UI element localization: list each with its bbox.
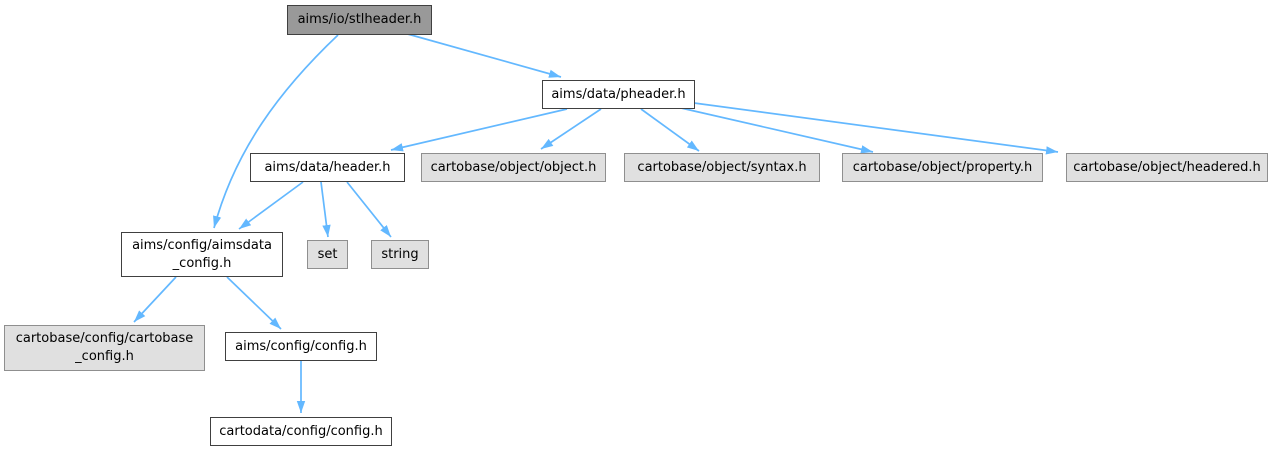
node-property: cartobase/object/property.h bbox=[842, 153, 1043, 182]
node-object: cartobase/object/object.h bbox=[421, 153, 606, 182]
node-header[interactable]: aims/data/header.h bbox=[250, 153, 405, 182]
node-stlheader: aims/io/stlheader.h bbox=[287, 5, 432, 35]
node-label: cartobase/object/headered.h bbox=[1073, 159, 1261, 175]
edge-stlheader-to-pheader bbox=[403, 32, 562, 78]
node-label: cartobase/object/property.h bbox=[852, 159, 1033, 175]
node-label: cartobase/object/syntax.h bbox=[637, 159, 807, 175]
edge-stlheader-to-aimsdata-config bbox=[213, 34, 339, 229]
edge-header-to-set bbox=[320, 181, 331, 238]
node-syntax: cartobase/object/syntax.h bbox=[624, 153, 820, 182]
edge-header-to-aimsdata-config bbox=[238, 181, 304, 230]
node-set: set bbox=[307, 240, 348, 269]
node-label: aims/io/stlheader.h bbox=[297, 12, 422, 28]
node-label: string bbox=[381, 246, 419, 262]
node-headered: cartobase/object/headered.h bbox=[1066, 153, 1268, 182]
node-pheader[interactable]: aims/data/pheader.h bbox=[542, 80, 695, 109]
node-string: string bbox=[371, 240, 429, 269]
node-aims-config[interactable]: aims/config/config.h bbox=[225, 332, 377, 361]
edge-aimsdata-config-to-cartobase-config bbox=[133, 276, 177, 323]
node-label: aims/config/aimsdata bbox=[132, 237, 272, 253]
edge-pheader-to-header bbox=[390, 108, 568, 152]
node-label: aims/data/pheader.h bbox=[551, 86, 686, 102]
node-cartodata-config[interactable]: cartodata/config/config.h bbox=[210, 417, 392, 446]
node-label: aims/data/header.h bbox=[264, 159, 391, 175]
edge-pheader-to-property bbox=[680, 107, 874, 154]
node-label: cartobase/config/cartobase bbox=[15, 331, 194, 347]
edge-header-to-string bbox=[346, 181, 392, 238]
node-label: aims/config/config.h bbox=[235, 338, 367, 354]
node-label: cartodata/config/config.h bbox=[219, 423, 383, 439]
node-label: cartobase/object/object.h bbox=[430, 159, 597, 175]
node-label: _config.h bbox=[172, 255, 232, 271]
node-label: set bbox=[317, 246, 338, 262]
edge-pheader-to-object bbox=[540, 108, 602, 150]
node-aimsdata-config[interactable]: aims/config/aimsdata _config.h bbox=[121, 232, 283, 277]
node-cartobase-config: cartobase/config/cartobase _config.h bbox=[4, 325, 205, 371]
edge-pheader-to-headered bbox=[693, 102, 1059, 155]
edge-aimsdata-config-to-aims-config bbox=[226, 276, 282, 330]
edge-group bbox=[133, 32, 1059, 413]
node-label: _config.h bbox=[75, 349, 134, 364]
edge-pheader-to-syntax bbox=[640, 108, 700, 152]
